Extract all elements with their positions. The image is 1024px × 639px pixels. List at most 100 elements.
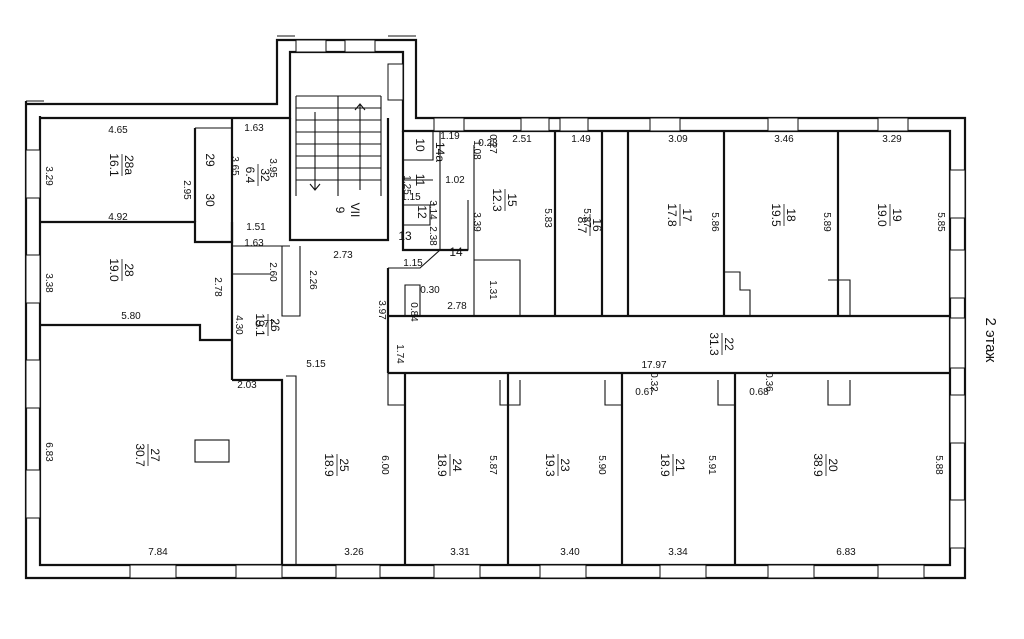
room-stair: VII: [348, 203, 362, 218]
room-number: 19: [890, 208, 904, 222]
dimension-label: 2.73: [333, 250, 353, 261]
dimension-label: 0.36: [763, 372, 774, 392]
room-30: 30: [203, 193, 217, 207]
room-area: 8.7: [575, 217, 589, 234]
interior-walls: [40, 95, 950, 565]
room-area: 38.9: [811, 453, 825, 477]
room-29: 29: [203, 153, 217, 167]
dimension-label: 5.91: [706, 455, 717, 475]
room-number: 11: [413, 174, 427, 187]
dimension-label: 1.19: [440, 131, 460, 142]
dimension-label: 3.38: [43, 273, 54, 293]
dimension-label: 3.97: [376, 300, 387, 320]
dimension-label: 7.84: [148, 547, 168, 558]
dimension-label: 5.88: [933, 455, 944, 475]
room-16: 168.7: [575, 214, 604, 236]
dimension-label: 1.25: [401, 175, 412, 195]
room-area: 19.0: [875, 203, 889, 227]
dimension-label: 5.89: [821, 212, 832, 232]
room-number: VII: [348, 203, 362, 218]
room-area: 18.9: [322, 453, 336, 477]
dimension-label: 2.51: [512, 134, 532, 145]
dimension-label: 1.15: [401, 192, 421, 203]
dimension-label: 2.60: [267, 262, 278, 282]
dimension-label: 17.97: [641, 360, 666, 371]
room-number: 29: [203, 153, 217, 167]
room-10: 10: [413, 138, 427, 152]
room-number: 32: [258, 168, 272, 182]
windows: [25, 39, 966, 579]
dimension-label: 4.65: [108, 125, 128, 136]
room-number: 26: [268, 318, 282, 332]
dimension-label: 3.26: [344, 547, 364, 558]
dimension-label: 0.28: [478, 138, 498, 149]
dimension-label: 5.86: [709, 212, 720, 232]
room-area: 17.8: [665, 203, 679, 227]
room-area: 19.3: [543, 453, 557, 477]
dimension-label: 1.74: [394, 344, 405, 364]
room-number: 14: [449, 245, 463, 259]
room-number: 10: [413, 138, 427, 152]
room-number: 28: [122, 263, 136, 277]
dimension-label: 3.34: [668, 547, 688, 558]
dimension-label: 3.29: [882, 134, 902, 145]
dimension-label: 0.27: [487, 134, 498, 154]
dimension-label: 3.95: [267, 158, 278, 178]
dimension-label: 1.63: [244, 123, 264, 134]
room-number: 30: [203, 193, 217, 207]
room-area: 19.1: [253, 313, 267, 337]
room-number: 13: [398, 229, 412, 243]
dimension-label: 5.83: [542, 208, 553, 228]
room-area: 12.3: [490, 188, 504, 212]
dimension-label: 6.83: [836, 547, 856, 558]
room-number: 22: [722, 337, 736, 351]
room-area: 31.3: [707, 332, 721, 356]
dimension-label: 4.30: [233, 315, 244, 335]
dimension-label: 2.78: [212, 277, 223, 297]
room-number: 25: [337, 458, 351, 472]
dimension-label: 3.40: [560, 547, 580, 558]
dimension-label: 1.31: [487, 280, 498, 300]
room-number: 15: [505, 193, 519, 207]
room-9: 9: [333, 207, 347, 214]
room-area: 16.1: [107, 153, 121, 177]
dimension-label: 2.78: [447, 301, 467, 312]
room-number: 20: [826, 458, 840, 472]
room-number: 27: [148, 448, 162, 462]
room-number: 21: [673, 458, 687, 472]
dimension-label: 6.83: [43, 442, 54, 462]
dimension-label: 3.65: [229, 156, 240, 176]
dimension-label: 1.02: [445, 175, 465, 186]
dimension-label: 5.85: [935, 212, 946, 232]
dimension-label: 5.15: [306, 359, 326, 370]
dimension-label: 0.30: [420, 285, 440, 296]
room-11: 11: [413, 174, 427, 187]
dimension-label: 4.92: [108, 212, 128, 223]
dimension-label: 6.00: [379, 455, 390, 475]
room-area: 18.9: [435, 453, 449, 477]
room-32: 326.4: [243, 164, 272, 186]
dimension-label: 0.67: [635, 387, 655, 398]
room-13: 13: [398, 229, 412, 243]
dimension-label: 1.15: [403, 258, 423, 269]
dimension-label: 2.38: [427, 226, 438, 246]
room-number: 23: [558, 458, 572, 472]
room-area: 19.5: [769, 203, 783, 227]
dimension-label: 3.39: [471, 212, 482, 232]
room-area: 18.9: [658, 453, 672, 477]
dimension-label: 1.63: [244, 238, 264, 249]
dimension-label: 3.14: [427, 200, 438, 220]
dimension-label: 1.08: [471, 140, 482, 160]
dimension-label: 5.90: [596, 455, 607, 475]
dimension-label: 2.03: [237, 380, 257, 391]
floor-label: 2 этаж: [982, 318, 999, 363]
dimension-label: 0.68: [749, 387, 769, 398]
